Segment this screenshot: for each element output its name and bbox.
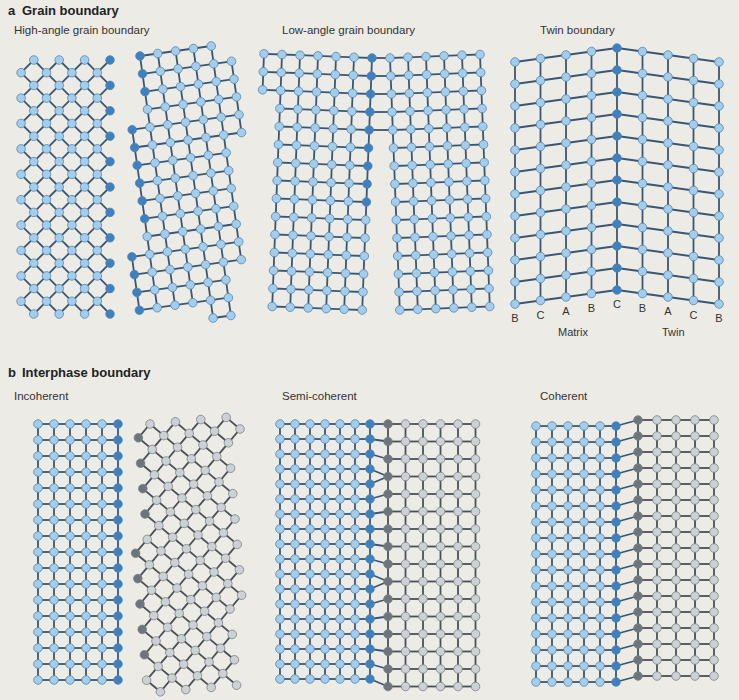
atom xyxy=(55,234,64,243)
atom xyxy=(68,119,77,128)
atom xyxy=(42,272,51,281)
atom xyxy=(42,68,51,77)
atom xyxy=(30,259,39,268)
atom xyxy=(93,145,102,154)
atom xyxy=(17,119,26,128)
atom xyxy=(80,107,89,116)
atom xyxy=(17,272,26,281)
atom xyxy=(17,246,26,255)
atom xyxy=(93,195,102,204)
atom xyxy=(68,145,77,154)
atom xyxy=(93,119,102,128)
atom xyxy=(42,170,51,179)
atom xyxy=(93,94,102,103)
atom xyxy=(30,157,39,166)
atom xyxy=(42,195,51,204)
atom xyxy=(80,234,89,243)
atom xyxy=(42,145,51,154)
atom xyxy=(80,81,89,90)
atom xyxy=(17,68,26,77)
atom xyxy=(106,208,115,217)
atom xyxy=(55,81,64,90)
bond-lines xyxy=(21,46,719,692)
atom xyxy=(17,145,26,154)
atom xyxy=(42,94,51,103)
atom-dots xyxy=(17,42,724,696)
atom xyxy=(68,195,77,204)
atom xyxy=(30,208,39,217)
atom xyxy=(68,246,77,255)
atom xyxy=(30,81,39,90)
atom xyxy=(30,132,39,141)
atom xyxy=(55,132,64,141)
atom xyxy=(80,183,89,192)
atom xyxy=(30,234,39,243)
atom xyxy=(106,132,115,141)
atom xyxy=(55,157,64,166)
atom xyxy=(68,68,77,77)
atom xyxy=(42,246,51,255)
atom xyxy=(93,221,102,230)
atom xyxy=(17,170,26,179)
atom xyxy=(30,183,39,192)
atom xyxy=(55,107,64,116)
atom xyxy=(68,94,77,103)
atom xyxy=(106,107,115,116)
atom xyxy=(30,284,39,293)
atom xyxy=(106,81,115,90)
atom xyxy=(106,56,115,65)
atom xyxy=(55,259,64,268)
atom xyxy=(17,94,26,103)
atom xyxy=(30,107,39,116)
atom xyxy=(30,56,39,65)
atom xyxy=(80,259,89,268)
atom xyxy=(68,221,77,230)
atom xyxy=(106,183,115,192)
atom xyxy=(80,208,89,217)
atom xyxy=(93,246,102,255)
atom xyxy=(80,132,89,141)
atom xyxy=(106,234,115,243)
atom xyxy=(93,170,102,179)
atom xyxy=(68,170,77,179)
atom xyxy=(93,68,102,77)
atom xyxy=(17,195,26,204)
atom xyxy=(17,221,26,230)
atom xyxy=(55,56,64,65)
atom xyxy=(80,56,89,65)
atom xyxy=(80,157,89,166)
atom xyxy=(17,297,26,306)
atom xyxy=(55,208,64,217)
atom xyxy=(106,157,115,166)
atom xyxy=(42,119,51,128)
atom xyxy=(55,183,64,192)
atom xyxy=(42,221,51,230)
